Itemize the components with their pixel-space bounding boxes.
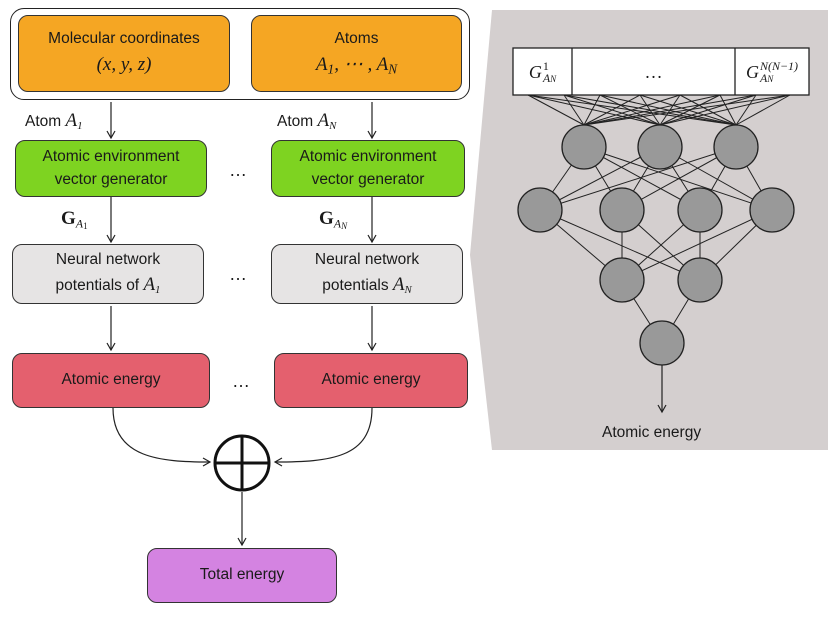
molecular-coordinates-title: Molecular coordinates xyxy=(48,30,200,48)
atomic-energy-left: Atomic energy xyxy=(12,353,210,408)
network-connection xyxy=(583,94,757,126)
coordinates-math: (x, y, z) xyxy=(96,53,152,75)
network-connection xyxy=(583,94,791,126)
network-connection xyxy=(735,94,791,126)
network-panel xyxy=(470,10,828,450)
neuron-layer-2 xyxy=(749,187,795,233)
ellipsis-aev: … xyxy=(229,160,247,180)
network-connection xyxy=(621,209,773,281)
input-vector xyxy=(512,47,810,96)
input-vector-last: G N(N−1) AN xyxy=(745,59,799,85)
network-connection xyxy=(539,209,701,281)
g-label-right: GAN xyxy=(319,208,348,231)
neuron-layer-1 xyxy=(713,124,759,170)
ellipsis-nnp: … xyxy=(229,264,247,284)
atom-label-right: Atom AN xyxy=(277,110,337,133)
network-connection xyxy=(583,94,721,126)
curve-right-to-sum xyxy=(273,407,373,467)
sum-icon xyxy=(213,434,271,492)
atom-label-left: Atom A1 xyxy=(25,110,83,133)
neuron-layer-3 xyxy=(599,257,645,303)
nnp-left: Neural network potentials of A1 xyxy=(12,244,204,304)
neuron-layer-3 xyxy=(677,257,723,303)
network-connection xyxy=(527,94,585,126)
molecular-coordinates-box: Molecular coordinates (x, y, z) xyxy=(18,15,230,92)
ellipsis-energy: … xyxy=(232,371,250,391)
network-connection xyxy=(659,94,791,126)
network-output-label: Atomic energy xyxy=(602,424,702,441)
atoms-math: A1, ⋯ , AN xyxy=(315,53,398,77)
neuron-layer-2 xyxy=(599,187,645,233)
atoms-title: Atoms xyxy=(334,30,379,48)
network-connection xyxy=(527,94,661,126)
g-label-left: GA1 xyxy=(61,208,88,231)
network-connection xyxy=(599,94,661,126)
network-connection xyxy=(539,146,737,211)
total-energy-box: Total energy xyxy=(147,548,337,603)
input-vector-ellipsis: … xyxy=(644,61,663,82)
neuron-layer-1 xyxy=(561,124,607,170)
network-connection xyxy=(583,94,601,126)
atoms-box: Atoms A1, ⋯ , AN xyxy=(251,15,462,92)
neuron-layer-2 xyxy=(517,187,563,233)
neuron-layer-1 xyxy=(637,124,683,170)
neuron-layer-4 xyxy=(639,320,685,366)
input-vector-first: G 1 AN xyxy=(528,59,557,85)
aev-generator-left: Atomic environment vector generator xyxy=(15,140,207,197)
network-connection xyxy=(659,94,757,126)
atomic-energy-right: Atomic energy xyxy=(274,353,468,408)
neuron-layer-2 xyxy=(677,187,723,233)
aev-generator-right: Atomic environment vector generator xyxy=(271,140,465,197)
network-connection xyxy=(719,94,737,126)
curve-left-to-sum xyxy=(112,407,212,467)
nnp-right: Neural network potentials AN xyxy=(271,244,463,304)
network-connection xyxy=(583,94,641,126)
network-connection xyxy=(563,94,585,126)
network-connection xyxy=(583,94,681,126)
